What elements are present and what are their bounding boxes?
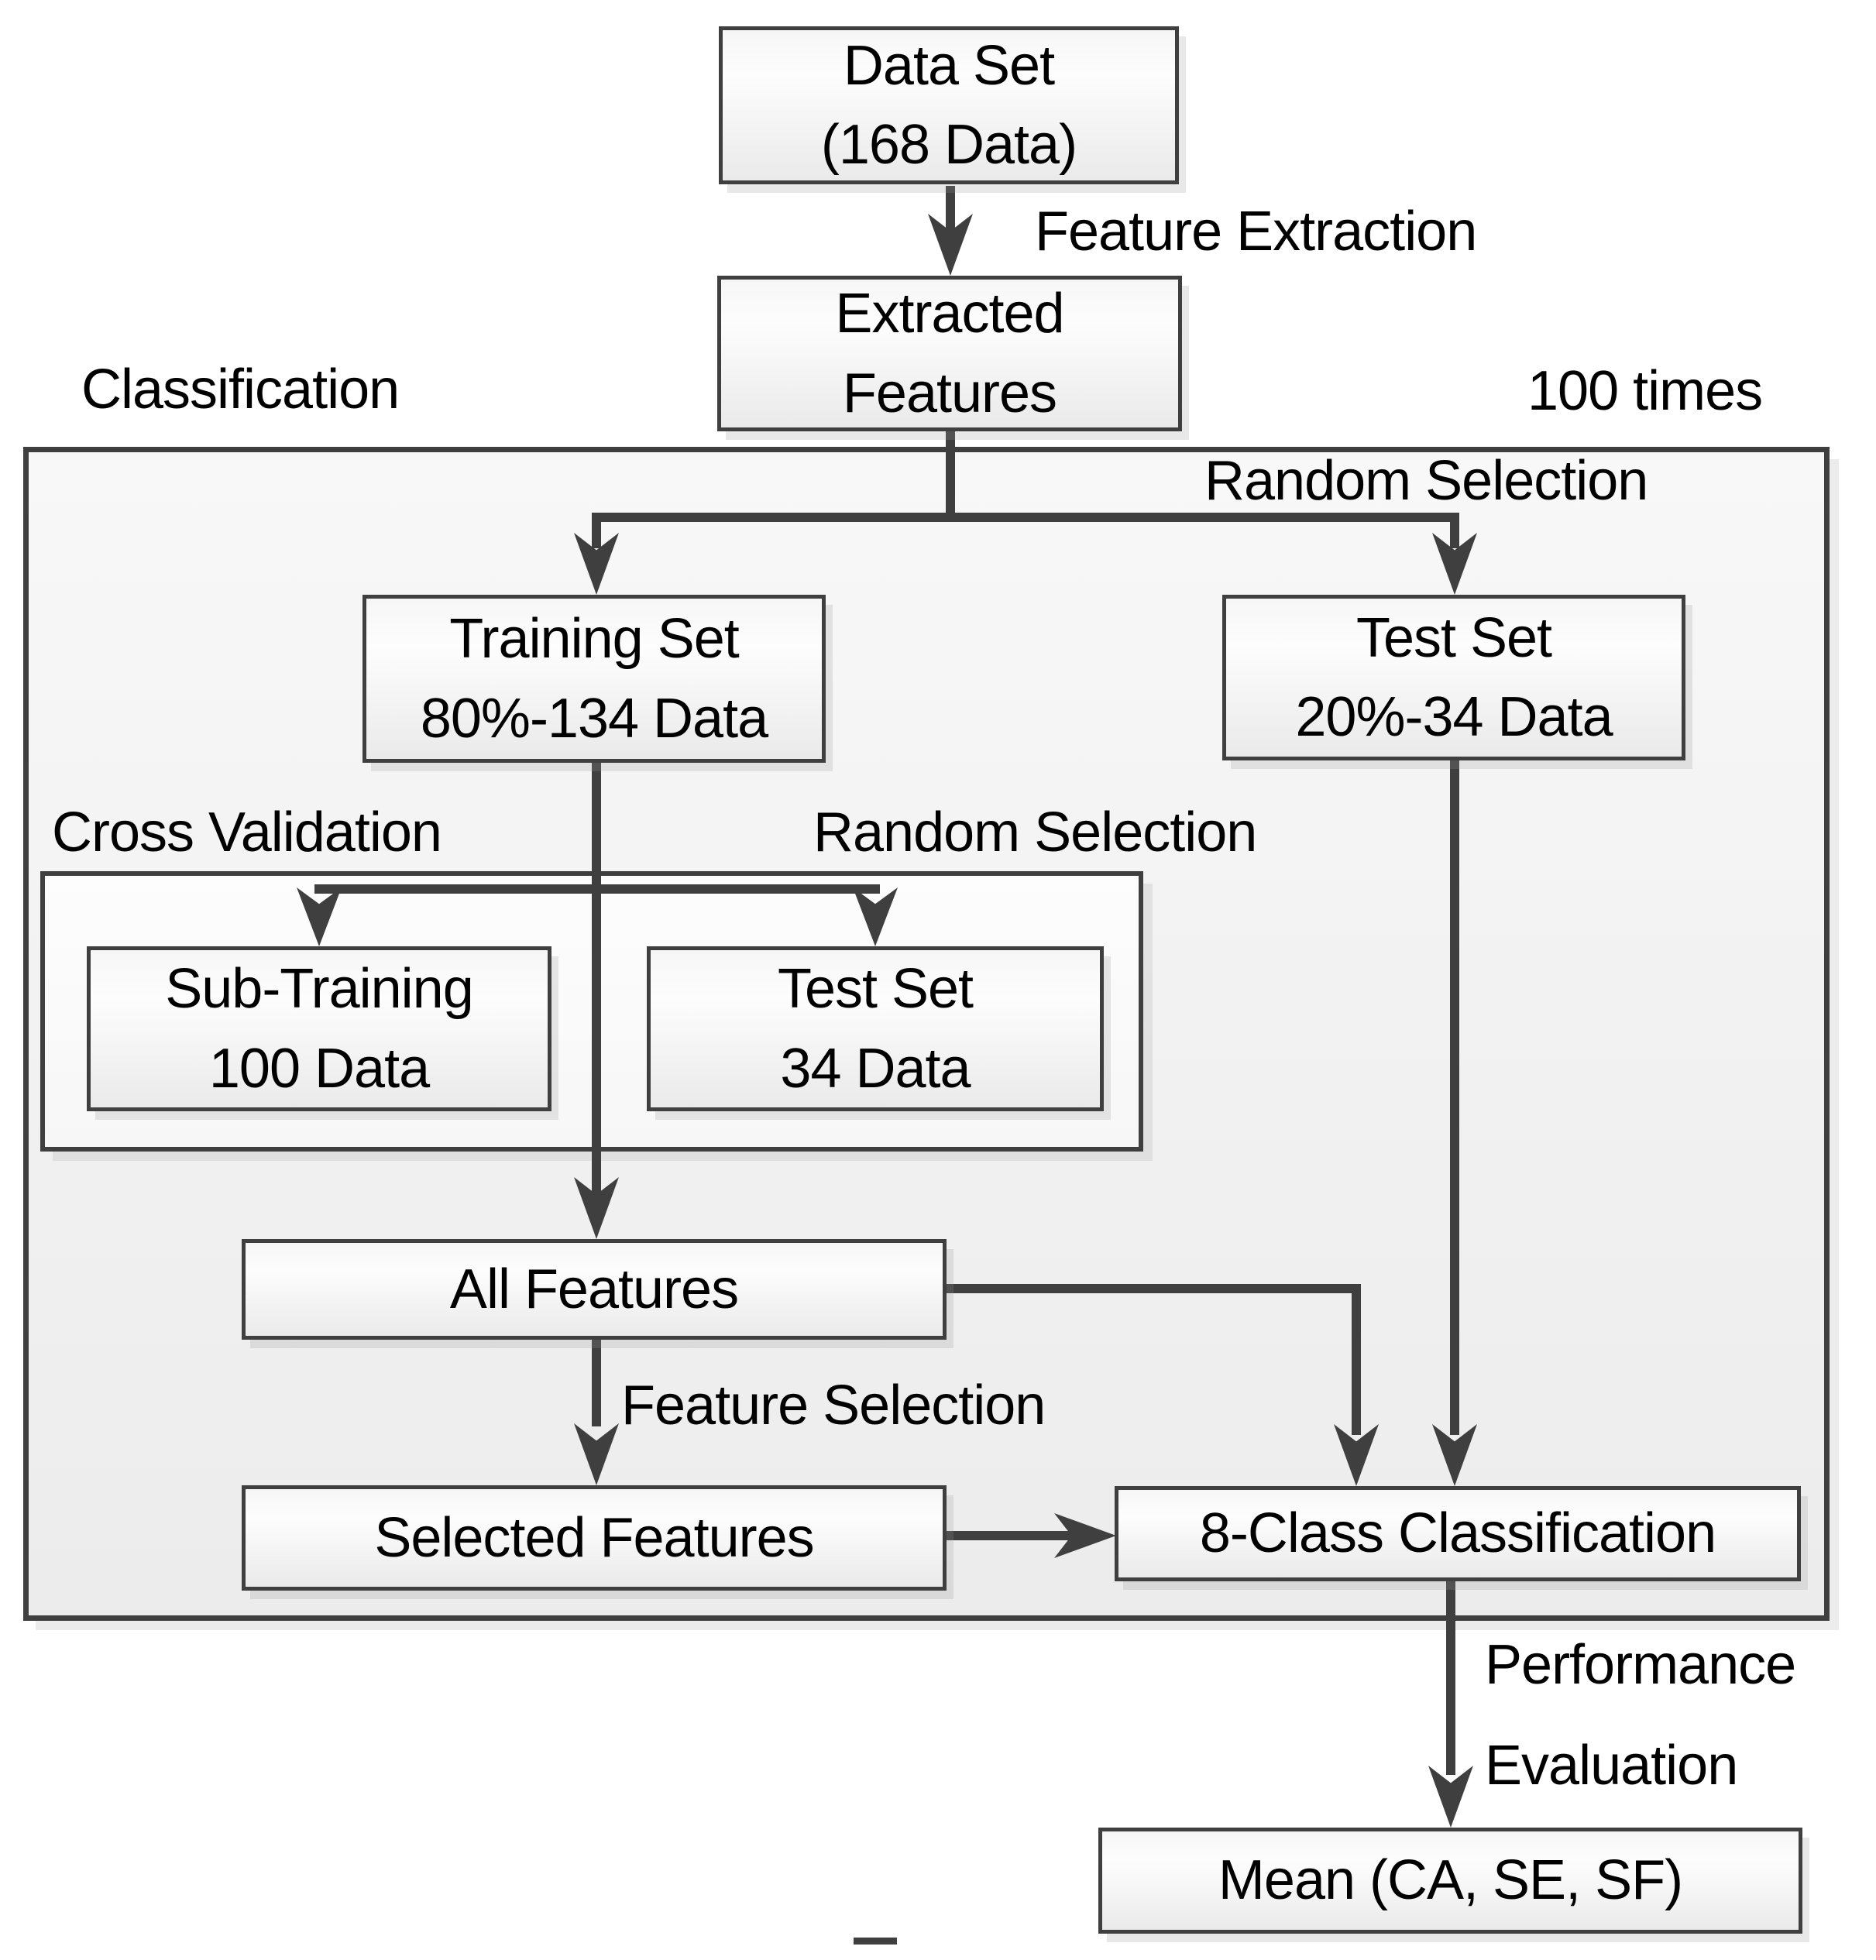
connector-split-training-stub: [592, 522, 601, 548]
node-test-set-cv-line2: 34 Data: [780, 1037, 971, 1100]
connector-cv-horizontal-line: [314, 884, 880, 894]
label-100-times: 100 times: [1527, 360, 1763, 422]
connector-split-test-stub: [1450, 522, 1459, 548]
label-feature-selection: Feature Selection: [621, 1375, 1046, 1437]
node-training-set: Training Set 80%-134 Data: [362, 595, 826, 763]
node-training-set-line1: Training Set: [449, 608, 740, 671]
node-sub-training-line1: Sub-Training: [165, 958, 474, 1021]
node-selected-features: Selected Features: [242, 1485, 947, 1591]
node-mean-output: Mean (CA, SE, SF): [1098, 1828, 1802, 1934]
node-data-set-line1: Data Set: [843, 34, 1055, 97]
connector-allfeatures-8class-hline: [947, 1284, 1361, 1293]
label-classification: Classification: [81, 359, 400, 420]
label-performance: Performance: [1485, 1634, 1796, 1696]
connector-split-horizontal-line: [592, 513, 1459, 522]
connector-allfeatures-8class-vline: [1352, 1284, 1361, 1435]
node-extracted-features: Extracted Features: [717, 276, 1182, 431]
label-feature-extraction: Feature Extraction: [1035, 201, 1477, 263]
label-cross-validation: Cross Validation: [52, 802, 442, 863]
node-8-class-classification-label: 8-Class Classification: [1199, 1502, 1716, 1565]
node-extracted-features-line2: Features: [842, 362, 1057, 424]
node-selected-features-label: Selected Features: [374, 1506, 814, 1569]
label-evaluation: Evaluation: [1485, 1735, 1738, 1797]
label-random-selection-split: Random Selection: [1204, 450, 1648, 512]
node-training-set-line2: 80%-134 Data: [420, 687, 768, 750]
node-test-set-cv: Test Set 34 Data: [647, 946, 1104, 1111]
connector-8class-mean-line: [1446, 1581, 1455, 1775]
connector-extracted-split-line: [946, 431, 955, 522]
node-all-features-label: All Features: [449, 1258, 739, 1320]
node-all-features: All Features: [242, 1239, 947, 1340]
connector-allfeatures-selected-line: [592, 1340, 601, 1426]
connector-cv-allfeatures-line: [592, 894, 601, 1203]
label-random-selection-cv: Random Selection: [813, 802, 1257, 863]
node-data-set-line2: (168 Data): [820, 114, 1077, 176]
connector-test-8class-line: [1450, 760, 1459, 1435]
connector-training-cv-line: [592, 763, 601, 894]
bottom-dash-mark: [854, 1938, 897, 1945]
node-8-class-classification: 8-Class Classification: [1115, 1486, 1801, 1581]
node-data-set: Data Set (168 Data): [719, 26, 1179, 184]
node-mean-output-label: Mean (CA, SE, SF): [1218, 1849, 1683, 1912]
node-sub-training-line2: 100 Data: [208, 1037, 430, 1100]
node-sub-training: Sub-Training 100 Data: [87, 946, 551, 1111]
node-extracted-features-line1: Extracted: [835, 283, 1064, 345]
node-test-set-main-line2: 20%-34 Data: [1295, 686, 1613, 748]
connector-mean-arrowhead: [1428, 1766, 1473, 1828]
node-test-set-main-line1: Test Set: [1355, 606, 1552, 669]
node-test-set-cv-line1: Test Set: [777, 958, 974, 1021]
node-test-set-main: Test Set 20%-34 Data: [1222, 595, 1685, 760]
connector-dataset-extracted-line: [946, 186, 955, 235]
connector-selected-8class-line: [947, 1531, 1073, 1540]
